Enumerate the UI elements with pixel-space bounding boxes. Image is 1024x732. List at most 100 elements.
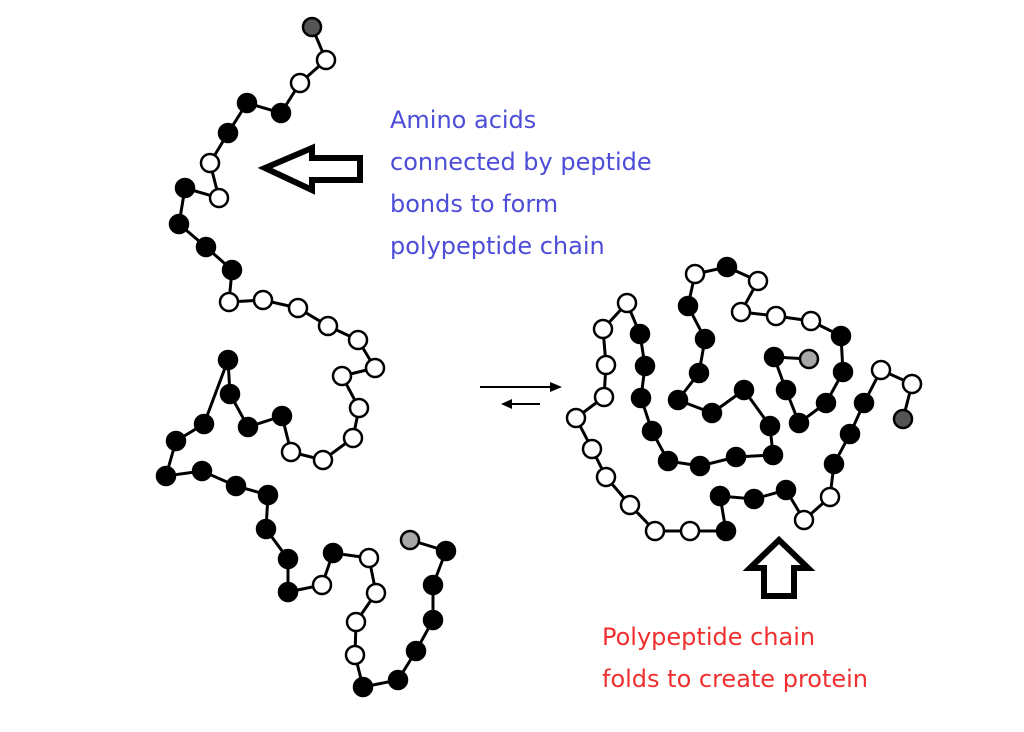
amino-acid-bead bbox=[788, 412, 810, 434]
amino-acid-bead bbox=[694, 328, 716, 350]
equilibrium-arrows-icon bbox=[480, 382, 562, 409]
chain-caption: Amino acids connected by peptide bonds t… bbox=[390, 99, 652, 267]
amino-acid-bead bbox=[191, 460, 213, 482]
amino-acid-bead bbox=[277, 548, 299, 570]
amino-acid-bead bbox=[641, 420, 663, 442]
amino-acid-bead bbox=[853, 392, 875, 414]
amino-acid-bead bbox=[644, 520, 666, 542]
amino-acid-bead bbox=[174, 177, 196, 199]
amino-acid-bead bbox=[219, 383, 241, 405]
amino-acid-bead bbox=[345, 611, 367, 633]
amino-acid-bead bbox=[252, 289, 274, 311]
amino-acid-bead bbox=[870, 359, 892, 381]
amino-acid-bead bbox=[593, 386, 615, 408]
amino-acid-bead bbox=[832, 361, 854, 383]
amino-acid-bead bbox=[679, 520, 701, 542]
amino-acid-bead bbox=[217, 349, 239, 371]
amino-acid-bead bbox=[823, 453, 845, 475]
folded-protein-chain bbox=[565, 256, 923, 542]
amino-acid-bead bbox=[322, 542, 344, 564]
amino-acid-bead bbox=[619, 494, 641, 516]
amino-acid-bead bbox=[592, 318, 614, 340]
chain-caption-line: bonds to form bbox=[390, 190, 559, 218]
hollow-left-arrow-icon bbox=[257, 143, 363, 195]
amino-acid-bead bbox=[312, 449, 334, 471]
amino-acid-bead bbox=[387, 669, 409, 691]
amino-acid-bead bbox=[815, 392, 837, 414]
amino-acid-bead bbox=[315, 49, 337, 71]
chain-terminus-bead bbox=[399, 529, 421, 551]
amino-acid-bead bbox=[331, 365, 353, 387]
chain-terminus-bead bbox=[301, 16, 323, 38]
chain-caption-line: connected by peptide bbox=[390, 148, 652, 176]
amino-acid-bead bbox=[422, 574, 444, 596]
amino-acid-bead bbox=[271, 405, 293, 427]
amino-acid-bead bbox=[364, 357, 386, 379]
amino-acid-bead bbox=[225, 475, 247, 497]
chain-caption-line: polypeptide chain bbox=[390, 232, 605, 260]
amino-acid-bead bbox=[775, 479, 797, 501]
amino-acid-bead bbox=[344, 644, 366, 666]
amino-acid-bead bbox=[595, 354, 617, 376]
amino-acid-bead bbox=[689, 455, 711, 477]
amino-acid-bead bbox=[595, 466, 617, 488]
chain-terminus-bead bbox=[798, 348, 820, 370]
amino-acid-bead bbox=[716, 256, 738, 278]
amino-acid-bead bbox=[634, 355, 656, 377]
amino-acid-bead bbox=[155, 465, 177, 487]
amino-acid-bead bbox=[435, 540, 457, 562]
amino-acid-bead bbox=[365, 582, 387, 604]
amino-acid-bead bbox=[839, 423, 861, 445]
amino-acid-bead bbox=[775, 379, 797, 401]
amino-acid-bead bbox=[901, 373, 923, 395]
amino-acid-bead bbox=[725, 446, 747, 468]
amino-acid-bead bbox=[195, 236, 217, 258]
amino-acid-bead bbox=[348, 397, 370, 419]
amino-acid-bead bbox=[677, 295, 699, 317]
amino-acid-bead bbox=[616, 292, 638, 314]
amino-acid-bead bbox=[629, 323, 651, 345]
amino-acid-bead bbox=[255, 518, 277, 540]
amino-acid-bead bbox=[730, 301, 752, 323]
amino-acid-bead bbox=[765, 305, 787, 327]
amino-acid-bead bbox=[199, 152, 221, 174]
amino-acid-bead bbox=[819, 486, 841, 508]
amino-acid-bead bbox=[287, 297, 309, 319]
amino-acid-bead bbox=[208, 187, 230, 209]
amino-acid-bead bbox=[289, 72, 311, 94]
amino-acid-bead bbox=[237, 416, 259, 438]
amino-acid-bead bbox=[347, 329, 369, 351]
amino-acid-bead bbox=[277, 581, 299, 603]
chain-terminus-bead bbox=[892, 408, 914, 430]
amino-acid-bead bbox=[165, 430, 187, 452]
amino-acid-bead bbox=[715, 520, 737, 542]
amino-acid-bead bbox=[657, 450, 679, 472]
amino-acid-bead bbox=[747, 270, 769, 292]
protein-caption-line: Polypeptide chain bbox=[602, 623, 816, 651]
amino-acid-bead bbox=[830, 325, 852, 347]
amino-acid-bead bbox=[762, 444, 784, 466]
amino-acid-bead bbox=[763, 346, 785, 368]
chain-caption-line: Amino acids bbox=[390, 106, 537, 134]
amino-acid-bead bbox=[168, 213, 190, 235]
amino-acid-bead bbox=[684, 263, 706, 285]
unfolded-polypeptide-chain bbox=[155, 16, 457, 698]
amino-acid-bead bbox=[565, 407, 587, 429]
amino-acid-bead bbox=[358, 547, 380, 569]
amino-acid-bead bbox=[218, 291, 240, 313]
amino-acid-bead bbox=[405, 640, 427, 662]
amino-acid-bead bbox=[236, 92, 258, 114]
amino-acid-bead bbox=[759, 415, 781, 437]
amino-acid-bead bbox=[709, 485, 731, 507]
amino-acid-bead bbox=[257, 484, 279, 506]
amino-acid-bead bbox=[688, 362, 710, 384]
protein-caption: Polypeptide chain folds to create protei… bbox=[602, 616, 868, 700]
hollow-up-arrow-icon bbox=[742, 535, 816, 599]
amino-acid-bead bbox=[317, 315, 339, 337]
amino-acid-bead bbox=[193, 413, 215, 435]
amino-acid-bead bbox=[793, 509, 815, 531]
amino-acid-bead bbox=[800, 310, 822, 332]
amino-acid-bead bbox=[733, 379, 755, 401]
amino-acid-bead bbox=[311, 574, 333, 596]
